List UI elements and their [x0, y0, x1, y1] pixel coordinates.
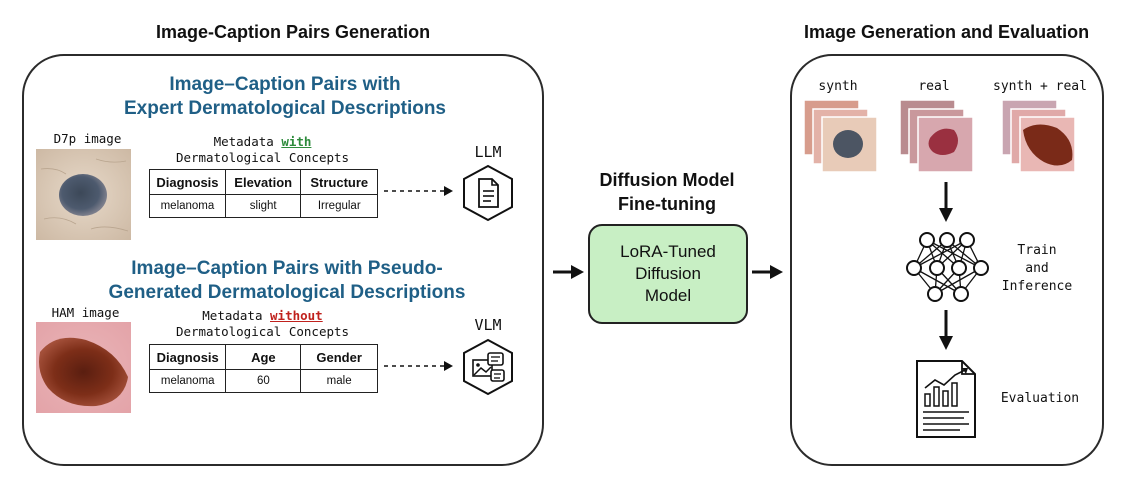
right-heading: Image Generation and Evaluation — [804, 22, 1090, 42]
pseudo-meta-prefix: Metadata — [202, 308, 271, 323]
left-heading: Image-Caption Pairs Generation — [156, 22, 431, 42]
chart-report-icon — [914, 358, 978, 440]
expert-section-title: Image–Caption Pairs with Expert Dermatol… — [90, 73, 480, 121]
table-header: Gender — [300, 344, 378, 370]
d7p-image-label: D7p image — [53, 131, 122, 146]
arrow-down-to-network — [939, 182, 953, 222]
arrow-down-to-evaluation — [939, 310, 953, 350]
llm-label: LLM — [474, 143, 502, 161]
expert-metadata-table: Diagnosis Elevation Structure melanoma s… — [149, 169, 378, 218]
without-keyword: without — [270, 308, 323, 323]
pseudo-meta-line2: Dermatological Concepts — [175, 324, 350, 339]
synth-label: synth — [818, 79, 858, 94]
table-cell: melanoma — [149, 194, 226, 218]
ham-image-label: HAM image — [51, 305, 120, 320]
lora-line1: LoRA-Tuned — [620, 242, 716, 261]
real-label: real — [918, 79, 950, 94]
table-header: Structure — [300, 169, 378, 195]
ham-lesion-image — [36, 322, 131, 413]
table-cell: Irregular — [300, 194, 378, 218]
synth-image-stack — [803, 99, 880, 175]
pseudo-section-title: Image–Caption Pairs with Pseudo- Generat… — [72, 257, 502, 305]
lora-line2: Diffusion — [635, 264, 701, 283]
table-header: Age — [225, 344, 302, 370]
document-hexagon-icon — [461, 164, 515, 222]
pseudo-title-line1: Image–Caption Pairs with Pseudo- — [131, 258, 443, 279]
train-line3: Inference — [1001, 279, 1073, 294]
with-keyword: with — [281, 134, 312, 149]
expert-metadata-caption: Metadata with Dermatological Concepts — [150, 134, 375, 166]
center-heading: Diffusion Model Fine-tuning — [586, 168, 748, 216]
vlm-label: VLM — [474, 316, 502, 334]
table-cell: 60 — [225, 369, 302, 393]
real-image-stack — [899, 99, 976, 175]
image-text-hexagon-icon — [461, 338, 515, 396]
lora-line3: Model — [644, 286, 692, 305]
table-header: Elevation — [224, 169, 302, 195]
pseudo-metadata-caption: Metadata without Dermatological Concepts — [150, 308, 375, 340]
train-line1: Train — [1017, 243, 1057, 258]
d7p-lesion-image — [36, 149, 131, 240]
expert-meta-prefix: Metadata — [213, 134, 282, 149]
pseudo-title-line2: Generated Dermatological Descriptions — [108, 282, 466, 303]
neural-network-icon — [902, 228, 992, 306]
lora-diffusion-model-box: LoRA-Tuned Diffusion Model — [588, 224, 748, 324]
dashed-arrow-to-vlm — [384, 361, 453, 371]
evaluation-label: Evaluation — [1000, 391, 1080, 406]
table-cell: male — [300, 369, 378, 393]
synth-plus-real-label: synth + real — [993, 79, 1087, 94]
arrow-to-evaluation-panel — [752, 265, 783, 279]
table-header: Diagnosis — [149, 169, 226, 195]
table-header: Diagnosis — [148, 344, 227, 370]
dashed-arrow-to-llm — [384, 186, 453, 196]
expert-title-line2: Expert Dermatological Descriptions — [123, 98, 447, 119]
arrow-to-lora — [553, 265, 584, 279]
pseudo-metadata-table: Diagnosis Age Gender melanoma 60 male — [148, 344, 378, 393]
train-inference-label: Train and Inference — [992, 242, 1082, 296]
center-heading-line1: Diffusion Model — [599, 170, 735, 190]
table-cell: melanoma — [148, 369, 227, 393]
synth-plus-real-image-stack — [1001, 99, 1078, 175]
center-heading-line2: Fine-tuning — [618, 194, 716, 214]
table-cell: slight — [224, 194, 302, 218]
expert-title-line1: Image–Caption Pairs with — [169, 74, 401, 95]
train-line2: and — [1025, 261, 1049, 276]
expert-meta-line2: Dermatological Concepts — [175, 150, 350, 165]
